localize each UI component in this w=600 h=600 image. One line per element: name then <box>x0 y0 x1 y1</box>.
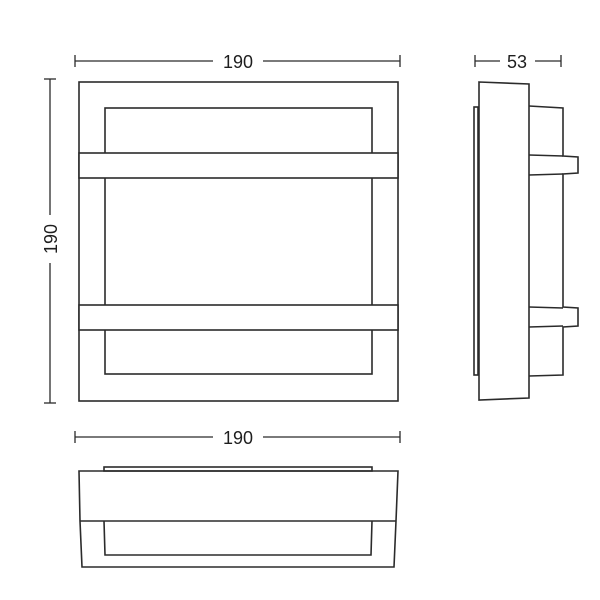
dimension-label-front-height: 190 <box>41 224 61 254</box>
dimension-label-bottom-width: 190 <box>223 428 253 448</box>
dimension-front-width: 190 <box>74 52 401 72</box>
front-outer-frame <box>78 81 399 402</box>
bottom-view <box>78 466 399 568</box>
bottom-inner-recess <box>103 520 373 556</box>
front-inner-panel <box>104 107 373 375</box>
side-view <box>473 81 579 401</box>
side-back-housing <box>528 105 579 377</box>
front-view <box>78 81 399 402</box>
dimension-label-side-depth: 53 <box>507 52 527 72</box>
bottom-outer-body <box>78 470 399 568</box>
side-front-plate <box>473 106 479 376</box>
dimension-side-depth: 53 <box>474 52 562 72</box>
front-lower-bar <box>78 304 399 331</box>
side-main-body <box>478 81 530 401</box>
dimension-bottom-width: 190 <box>74 428 401 448</box>
dimension-label-front-width: 190 <box>223 52 253 72</box>
dimension-front-height: 190 <box>41 78 61 404</box>
front-upper-bar <box>78 152 399 179</box>
